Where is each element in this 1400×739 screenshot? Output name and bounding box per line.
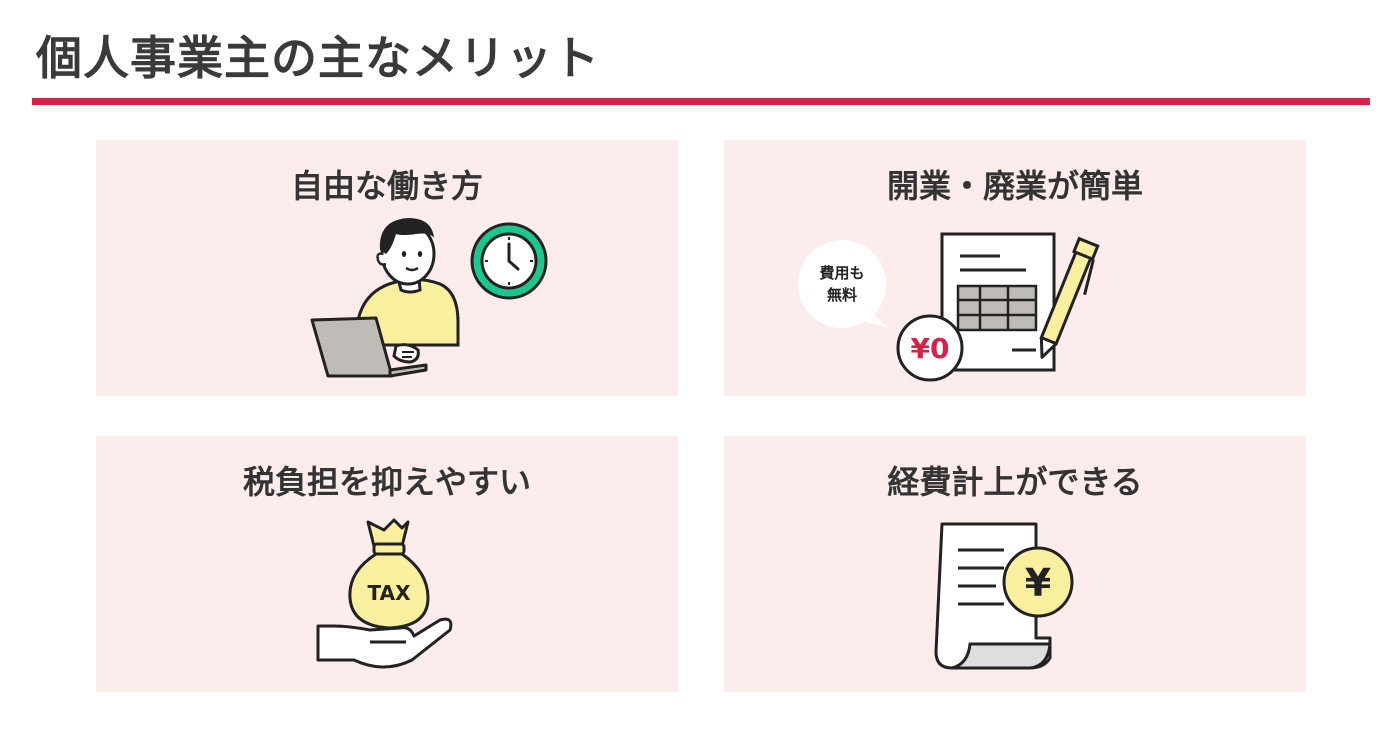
clock-icon [470,222,548,300]
page-title: 個人事業主の主なメリット [36,31,600,85]
card-expense-recording: 経費計上ができる ¥ [724,436,1306,692]
money-bag-icon: TAX [348,518,430,630]
person-laptop-illustration [310,218,460,378]
card-easy-open-close: 開業・廃業が簡単 費用も 無料 [724,140,1306,396]
bag-label: TAX [368,581,412,605]
tax-bag-illustration: TAX [316,518,453,669]
yen-zero-badge-icon: ¥0 [896,314,964,382]
pen-icon [1039,236,1100,359]
hand-icon [316,617,453,669]
yen-coin-icon: ¥ [1002,546,1074,618]
card-title: 税負担を抑えやすい [242,463,531,501]
laptop-icon [310,316,428,378]
card-lower-tax-burden: 税負担を抑えやすい TAX [96,436,678,692]
speech-bubble-line-1: 費用も [819,264,864,282]
card-title: 開業・廃業が簡単 [886,167,1143,205]
person-icon [354,218,460,347]
title-underline [32,98,1370,105]
speech-bubble-line-2: 無料 [827,286,857,304]
card-free-work-style: 自由な働き方 [96,140,678,396]
document-illustration: 費用も 無料 ¥0 [798,232,1100,382]
card-title: 経費計上ができる [887,463,1143,501]
yen-coin-label: ¥ [1025,561,1051,605]
yen-zero-badge-text: ¥0 [911,332,950,365]
receipt-illustration: ¥ [934,522,1074,670]
speech-bubble-icon: 費用も 無料 [798,240,888,328]
card-title: 自由な働き方 [290,167,483,205]
